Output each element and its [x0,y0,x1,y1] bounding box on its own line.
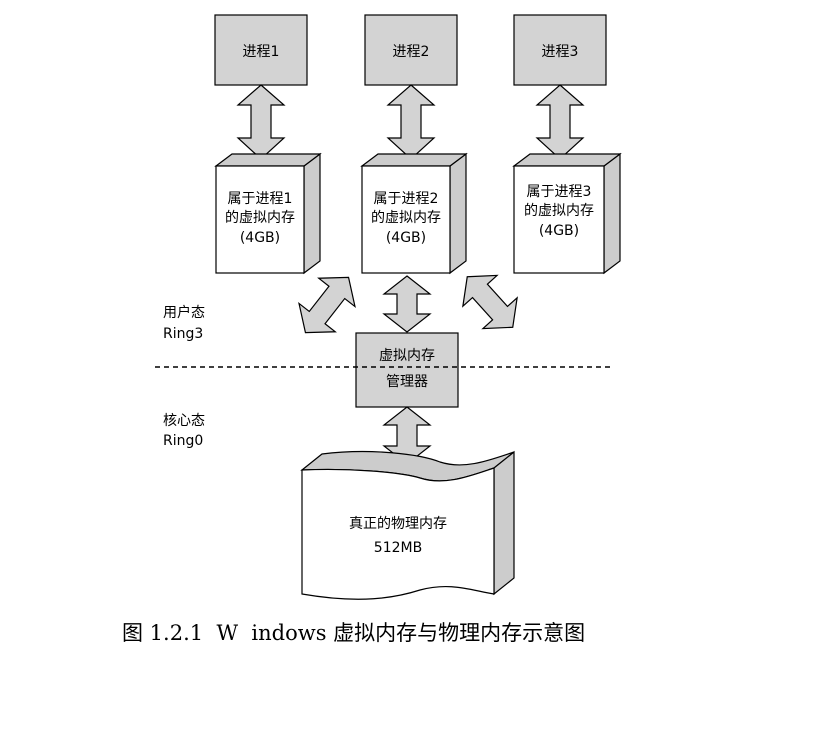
user-mode-ring: Ring3 [163,326,203,342]
vm-3-line3: (4GB) [539,223,579,239]
double-arrow-process-2 [386,84,436,160]
kernel-mode-label: 核心态 [163,413,205,429]
manager-line2: 管理器 [386,374,428,390]
process-label-1: 进程1 [243,44,280,60]
virtual-memory-manager-box: 虚拟内存 [355,332,459,408]
physical-memory-line2: 512MB [374,540,422,556]
process-box-3: 进程3 [513,14,607,86]
process-box-1: 进程1 [214,14,308,86]
double-arrow-process-3 [535,84,585,160]
virtual-memory-box-1: 属于进程1 的虚拟内存 (4GB) [214,152,322,275]
vm-3-line1: 属于进程3 [527,184,592,200]
user-mode-label: 用户态 [163,304,205,321]
double-arrow-process-1 [236,84,286,160]
double-arrow-vm-2-manager [382,275,432,333]
process-box-2: 进程2 [364,14,458,86]
process-label-3: 进程3 [542,44,579,60]
vm-1-line1: 属于进程1 [228,191,293,207]
virtual-memory-box-2: 属于进程2 的虚拟内存 (4GB) [360,152,468,275]
figure-caption: 图 1.2.1 W indows 虚拟内存与物理内存示意图 [122,621,585,645]
physical-memory-shape: 真正的物理内存 512MB [300,450,515,600]
kernel-mode-ring: Ring0 [163,433,203,449]
process-label-2: 进程2 [393,44,430,60]
vm-1-line3: (4GB) [240,230,280,246]
vm-2-line1: 属于进程2 [374,191,439,207]
vm-2-line2: 的虚拟内存 [371,210,441,226]
physical-memory-line1: 真正的物理内存 [349,516,447,532]
vm-1-line2: 的虚拟内存 [225,210,295,226]
virtual-memory-box-3: 属于进程3 的虚拟内存 (4GB) [512,152,622,275]
double-arrow-vm-1-manager [298,276,356,334]
vm-2-line3: (4GB) [386,230,426,246]
double-arrow-vm-3-manager [462,274,518,330]
manager-line1: 虚拟内存 [379,348,435,364]
vm-3-line2: 的虚拟内存 [524,203,594,219]
